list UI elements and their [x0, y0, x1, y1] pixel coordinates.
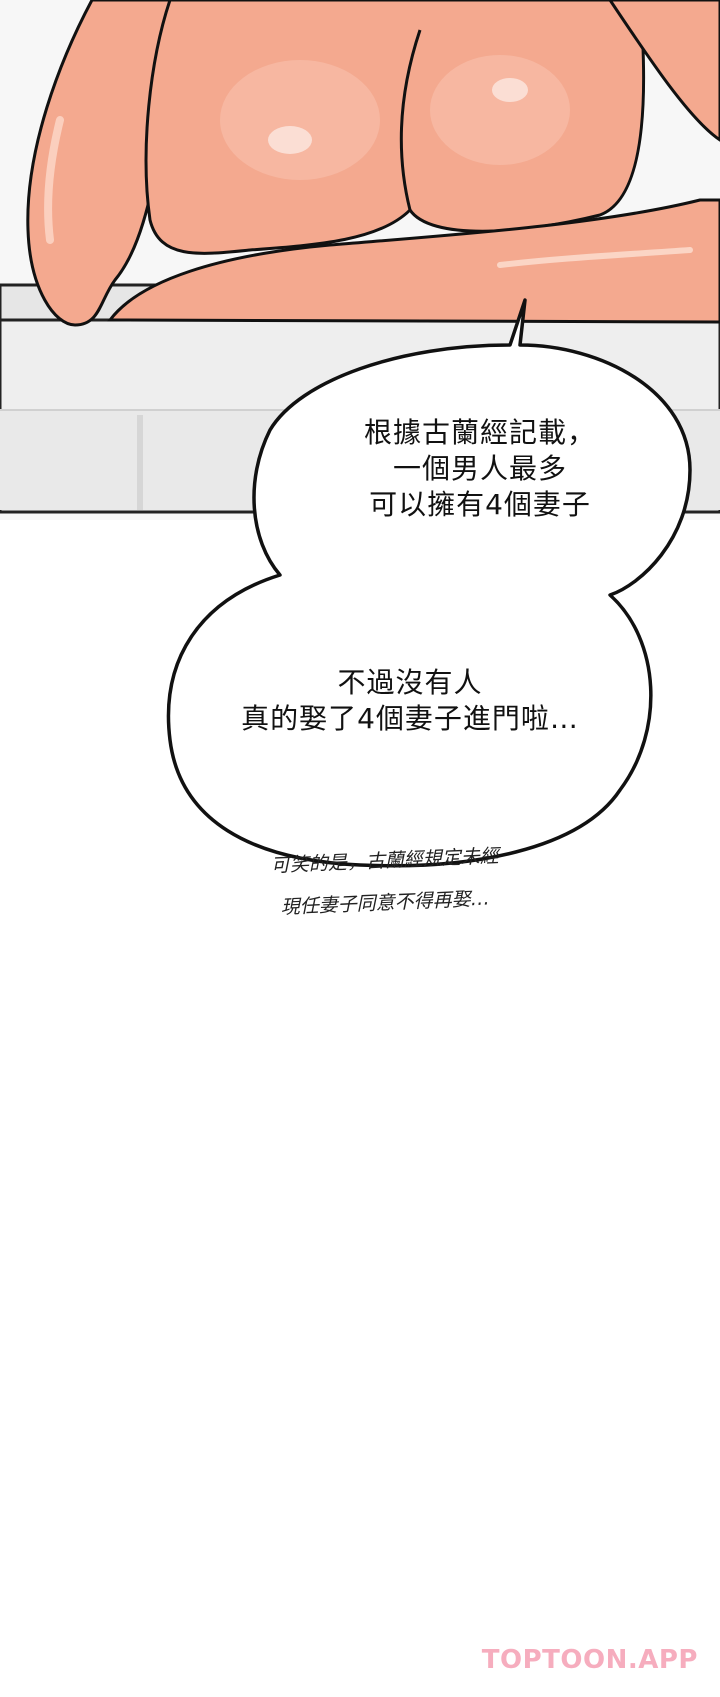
narration-text: 可笑的是，古蘭經規定未經 現任妻子同意不得再娶…	[270, 832, 573, 929]
arm-shape	[26, 0, 172, 327]
speech-text-2: 不過沒有人 真的娶了4個妻子進門啦…	[241, 666, 579, 735]
speech-text-1: 根據古蘭經記載， 一個男人最多 可以擁有4個妻子	[363, 416, 596, 521]
speech-bubble	[166, 298, 692, 868]
watermark-logo: TOPTOON.APP	[481, 1645, 698, 1675]
forearm-shape	[107, 198, 720, 324]
